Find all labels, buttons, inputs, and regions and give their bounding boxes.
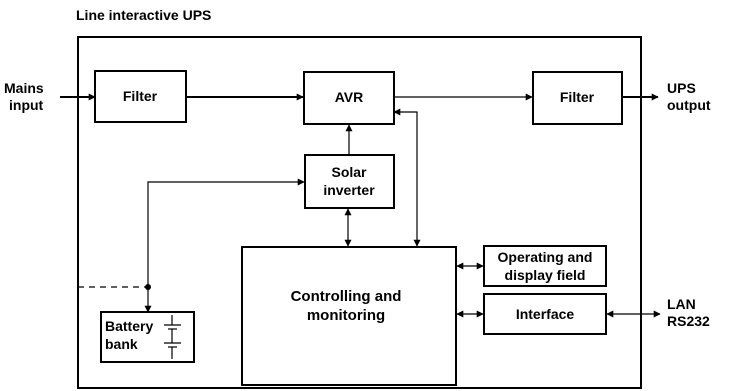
solar-inverter-label-line1: Solar bbox=[331, 164, 367, 180]
filter-input-label: Filter bbox=[123, 88, 158, 104]
lan-label-line1: LAN bbox=[667, 296, 696, 312]
solar-inverter-label-line2: inverter bbox=[323, 182, 375, 198]
interface-block bbox=[483, 293, 607, 335]
battery-label-line1: Battery bbox=[105, 318, 153, 334]
avr-block bbox=[303, 71, 395, 125]
filter-input-block bbox=[94, 70, 187, 123]
mains-input-label-line2: input bbox=[9, 97, 44, 113]
diagram-title: Line interactive UPS bbox=[76, 7, 211, 23]
lan-label-line2: RS232 bbox=[667, 313, 710, 329]
interface-label: Interface bbox=[516, 306, 575, 322]
ups-output-label-line1: UPS bbox=[667, 80, 696, 96]
controlling-label-line1: Controlling and bbox=[291, 288, 402, 305]
operating-label-line2: display field bbox=[505, 267, 586, 283]
battery-bank-block bbox=[100, 311, 195, 363]
battery-to-inverter-line bbox=[147, 178, 305, 287]
operating-display-block bbox=[483, 245, 607, 287]
controlling-monitoring-block bbox=[241, 246, 457, 386]
battery-symbol-icon bbox=[164, 315, 181, 359]
controlling-label-line2: monitoring bbox=[307, 307, 385, 324]
operating-label-line1: Operating and bbox=[498, 249, 593, 265]
filter-output-label: Filter bbox=[560, 89, 595, 105]
ups-output-label-line2: output bbox=[667, 97, 711, 113]
avr-controller-link bbox=[393, 108, 421, 247]
battery-label-line2: bank bbox=[105, 336, 138, 352]
ups-enclosure bbox=[77, 36, 642, 389]
avr-label: AVR bbox=[335, 89, 364, 105]
mains-input-label-line1: Mains bbox=[4, 80, 44, 96]
